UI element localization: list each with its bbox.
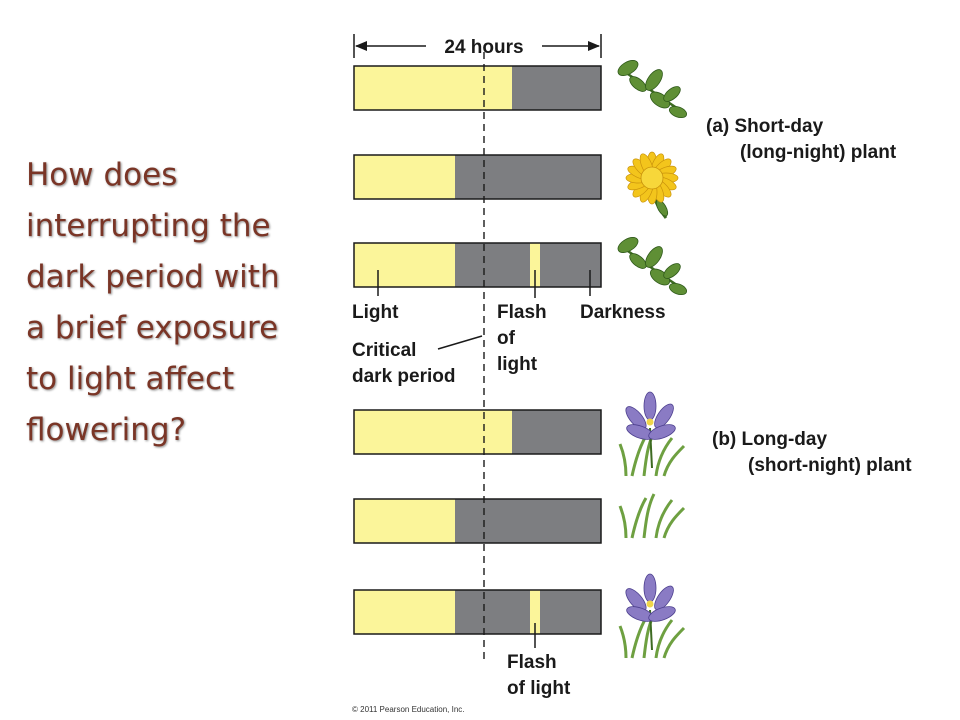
light-segment — [354, 410, 512, 454]
leaf-shape — [668, 105, 688, 119]
critical-leader-line — [437, 335, 483, 350]
iris-petal-shape — [654, 585, 674, 611]
leaf-shape — [649, 91, 671, 109]
leaf-shape — [617, 60, 639, 76]
dark-segment — [512, 410, 601, 454]
grass-blade-shape — [618, 505, 628, 539]
leaf-shape — [663, 263, 681, 279]
darkness-label: Darkness — [580, 302, 666, 323]
leaf-shape — [617, 237, 639, 253]
light-segment — [354, 155, 455, 199]
dark-segment — [512, 66, 601, 110]
iris-petal-shape — [648, 606, 676, 622]
iris-flower-icon — [618, 573, 686, 659]
bar-outline — [353, 65, 602, 111]
bar-outline — [353, 589, 602, 635]
flash-segment — [530, 243, 540, 287]
plant-b-label-2: (short-night) plant — [748, 455, 912, 476]
photoperiod-bar — [353, 242, 602, 288]
photoperiod-bar — [353, 589, 602, 635]
grass-blade-shape — [654, 619, 674, 659]
light-segment — [354, 499, 455, 543]
iris-petal-shape — [643, 573, 657, 603]
question-line: dark period with — [26, 259, 280, 295]
grass-blade-shape — [654, 437, 674, 477]
leaf-shape — [629, 253, 647, 269]
bar-outline — [353, 154, 602, 200]
critical-label-1: Critical — [352, 340, 416, 361]
flash-segment — [530, 590, 540, 634]
flower-center-shape — [640, 166, 664, 190]
photoperiod-bar — [353, 409, 602, 455]
plants-group — [617, 60, 688, 659]
flash-bottom-label-1: Flash — [507, 652, 557, 673]
iris-center-shape — [646, 600, 654, 608]
bar-outline — [353, 242, 602, 288]
grass-blade-shape — [618, 443, 628, 477]
photoperiod-bar — [353, 65, 602, 111]
plant-b-label-1: (b) Long-day — [712, 429, 827, 450]
leaf-shape — [663, 86, 681, 102]
flash-top-label-2: of — [497, 328, 516, 349]
question-line: How does — [26, 157, 178, 193]
period-scale: 24 hours — [353, 34, 602, 58]
light-segment — [354, 66, 512, 110]
leaf-shape — [645, 69, 663, 91]
flash-bottom-label-2: of light — [507, 678, 571, 699]
period-label: 24 hours — [444, 37, 523, 58]
bars-group — [353, 65, 602, 635]
light-segment — [354, 243, 455, 287]
question-text: How does interrupting the dark period wi… — [26, 150, 326, 456]
dark-segment — [455, 155, 601, 199]
yellow-flower-icon — [625, 151, 679, 219]
leaf-shape — [649, 268, 671, 286]
iris-flower-icon — [618, 391, 686, 477]
iris-center-shape — [646, 418, 654, 426]
question-line: interrupting the — [26, 208, 271, 244]
photoperiod-bar — [353, 498, 602, 544]
leaf-shape — [629, 76, 647, 92]
grass-leaves-icon — [618, 493, 686, 539]
leafy-sprig-icon — [617, 237, 688, 296]
copyright-text: © 2011 Pearson Education, Inc. — [352, 705, 464, 714]
iris-petal-shape — [643, 391, 657, 421]
leafy-sprig-icon — [617, 60, 688, 119]
leaf-shape — [645, 246, 663, 268]
flash-top-label-1: Flash — [497, 302, 547, 323]
leaf-shape — [668, 282, 688, 296]
grass-blade-shape — [662, 506, 686, 539]
grass-blade-shape — [618, 625, 628, 659]
dark-segment — [455, 590, 601, 634]
grass-blade-shape — [654, 499, 674, 539]
bar-outline — [353, 498, 602, 544]
light-label: Light — [352, 302, 399, 323]
question-line: a brief exposure — [26, 310, 279, 346]
grass-blade-shape — [630, 497, 648, 539]
plant-a-label-2: (long-night) plant — [740, 142, 897, 163]
critical-label-2: dark period — [352, 366, 455, 387]
question-line: flowering? — [26, 412, 187, 448]
grass-blade-shape — [662, 444, 686, 477]
bar-outline — [353, 409, 602, 455]
dark-segment — [455, 499, 601, 543]
grass-blade-shape — [642, 493, 656, 539]
flash-top-label-3: light — [497, 354, 538, 375]
light-segment — [354, 590, 455, 634]
plant-a-label-1: (a) Short-day — [706, 116, 824, 137]
iris-petal-shape — [648, 424, 676, 440]
grass-blade-shape — [662, 626, 686, 659]
question-line: to light affect — [26, 361, 235, 397]
iris-petal-shape — [654, 403, 674, 429]
dark-segment — [455, 243, 601, 287]
photoperiod-bar — [353, 154, 602, 200]
